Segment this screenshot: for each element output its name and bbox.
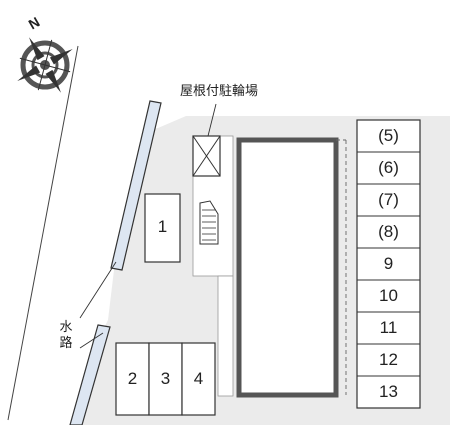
- canal-label-1: 水: [59, 319, 73, 334]
- building-1-box: [144, 193, 181, 263]
- walkway-lower: [217, 275, 234, 397]
- compass-rose-icon: [17, 37, 73, 93]
- cycle-parking-x2: [192, 135, 221, 177]
- parking-space-2: [115, 342, 150, 416]
- canal-leader-line: [79, 261, 117, 319]
- parking-label-8: (8): [378, 222, 399, 241]
- parking-label-5: (5): [378, 126, 399, 145]
- cycle-parking-leader: [207, 103, 217, 137]
- stairs-icon: [199, 200, 219, 245]
- main-building: [236, 137, 339, 398]
- right-parking-column: [356, 119, 421, 409]
- building-1-label: 1: [157, 217, 168, 236]
- parking-label-13: 13: [379, 382, 398, 401]
- parking-label-12: 12: [379, 350, 398, 369]
- parking-label-4: 4: [193, 369, 204, 388]
- parking-label-2: 2: [127, 369, 138, 388]
- canal-leader-line-2: [79, 332, 104, 349]
- parking-label-6: (6): [378, 158, 399, 177]
- road-edge-line: [7, 45, 79, 421]
- canal-upper: [110, 100, 162, 271]
- canal-lower: [69, 324, 111, 425]
- canal-label-2: 路: [59, 335, 73, 350]
- parking-label-3: 3: [160, 369, 171, 388]
- parking-space-3: [148, 342, 183, 416]
- parking-label-9: 9: [383, 254, 394, 273]
- parking-label-7: (7): [378, 190, 399, 209]
- parking-space-4: [181, 342, 216, 416]
- parking-label-10: 10: [379, 286, 398, 305]
- cycle-parking-label: 屋根付駐輪場: [180, 83, 259, 98]
- parking-label-11: 11: [379, 318, 398, 337]
